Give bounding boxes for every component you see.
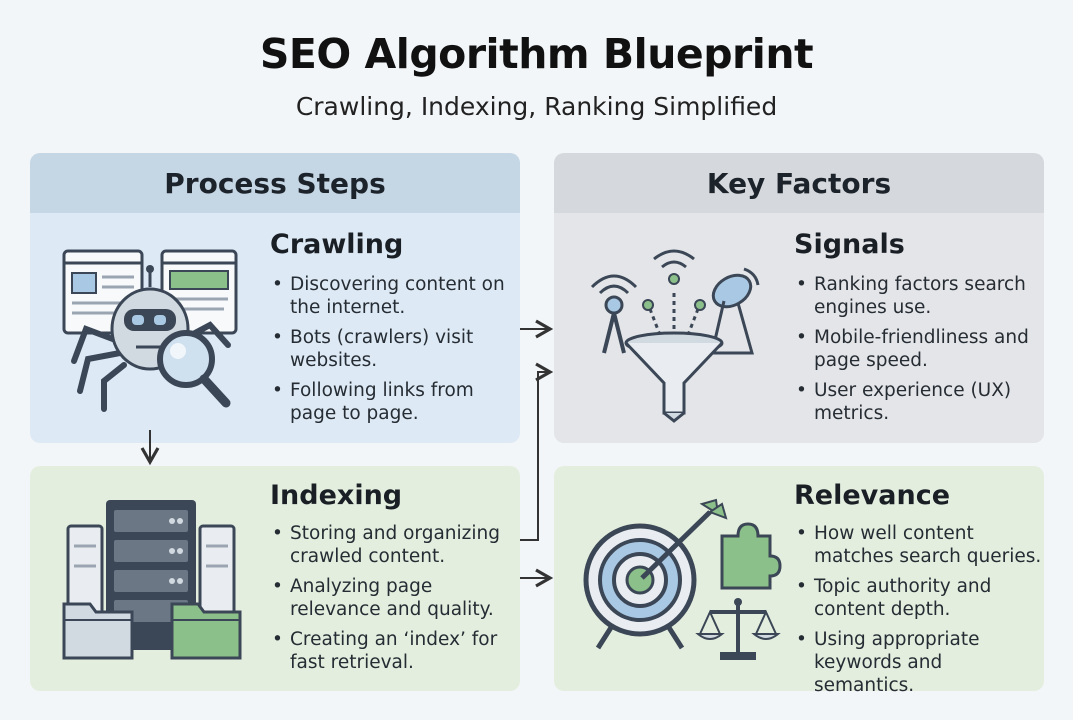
bullet-item: Ranking factors search engines use. [794,273,1044,319]
bullet-item: Using appropriate keywords and semantics… [794,628,1044,697]
spider-robot-icon [62,249,238,412]
bullet-item: User experience (UX) metrics. [794,379,1044,425]
bullet-item: Creating an ‘index’ for fast retrieval. [270,628,520,674]
bullet-list-relevance: How well content matches search queries.… [794,522,1044,704]
bullet-list-indexing: Storing and organizing crawled content. … [270,522,520,681]
page-title: SEO Algorithm Blueprint [259,30,814,78]
panel-indexing: Indexing Storing and organizing crawled … [30,466,520,691]
bullet-list-crawling: Discovering content on the internet. Bot… [270,273,520,432]
panel-title-signals: Signals [794,229,905,260]
page-subtitle: Crawling, Indexing, Ranking Simplified [295,92,778,121]
bullet-item: Mobile-friendliness and page speed. [794,326,1044,372]
bullet-item: Storing and organizing crawled content. [270,522,520,568]
bullet-item: Analyzing page relevance and quality. [270,575,520,621]
panel-signals: Signals Ranking factors search engines u… [554,213,1044,443]
panel-title-relevance: Relevance [794,480,951,511]
signal-funnel-icon [590,249,760,423]
arrow-indexing-to-signals [520,362,554,541]
target-puzzle-scale-icon [583,498,782,660]
bullet-item: Topic authority and content depth. [794,575,1044,621]
bullet-item: How well content matches search queries. [794,522,1044,568]
panel-relevance: Relevance How well content matches searc… [554,466,1044,696]
panel-title-crawling: Crawling [270,229,404,260]
panel-crawling: Crawling Discovering content on the inte… [30,213,520,443]
bullet-list-signals: Ranking factors search engines use. Mobi… [794,273,1044,432]
bullet-item: Following links from page to page. [270,379,520,425]
column-header-process-steps: Process Steps [30,153,520,213]
column-header-key-factors: Key Factors [554,153,1044,213]
bullet-item: Bots (crawlers) visit websites. [270,326,520,372]
server-folders-icon [62,500,242,660]
panel-title-indexing: Indexing [270,480,403,511]
bullet-item: Discovering content on the internet. [270,273,520,319]
